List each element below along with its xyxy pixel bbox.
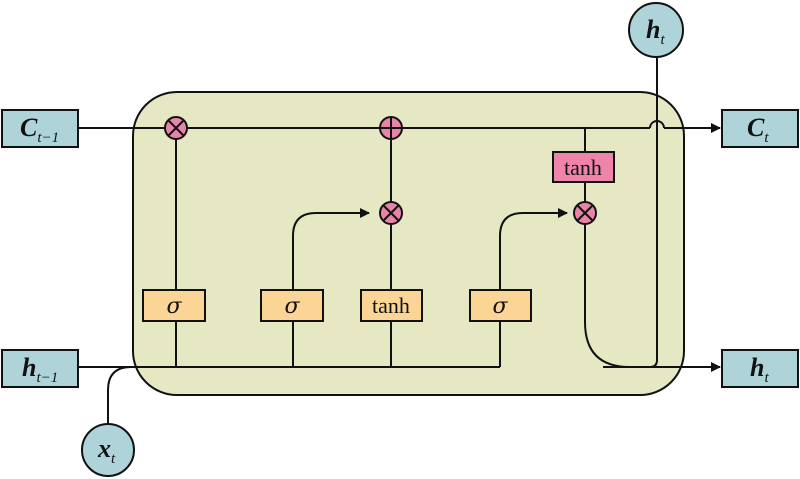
output-gate-label: σ: [492, 294, 508, 319]
hidden-prev-box: ht−1: [1, 349, 79, 388]
hidden-output-sub: t: [764, 370, 769, 386]
svg-text:Ct−1: Ct−1: [20, 113, 59, 146]
hidden-prev-sub: t−1: [36, 370, 58, 386]
hidden-output-route: [584, 58, 658, 368]
hidden-output-top-main: h: [646, 15, 660, 44]
hidden-output-box: ht: [721, 349, 799, 388]
input-multiply-operator: [379, 201, 403, 225]
output-multiply-operator: [573, 201, 597, 225]
forget-gate-box: σ: [142, 289, 206, 322]
forget-multiply-operator: [164, 116, 188, 140]
output-gate-box: σ: [469, 289, 532, 322]
forget-gate-label: σ: [166, 294, 182, 319]
candidate-gate-box: tanh: [360, 289, 423, 322]
output-gate-output-arrow: [499, 208, 568, 290]
input-x-sub: t: [111, 451, 116, 467]
input-gate-box: σ: [260, 289, 324, 322]
input-gate-label: σ: [284, 294, 300, 319]
svg-text:ht: ht: [646, 15, 665, 48]
lstm-cell-body: [132, 91, 685, 396]
hidden-output-top-node: ht: [628, 2, 684, 58]
cell-activation-box: tanh: [552, 151, 615, 183]
candidate-gate-label: tanh: [372, 293, 410, 318]
hidden-prev-main: h: [22, 353, 36, 382]
cell-activation-label: tanh: [564, 155, 602, 180]
cell-state-output-sub: t: [764, 130, 769, 146]
hidden-output-main: h: [750, 353, 764, 382]
cell-state-prev-main: C: [20, 113, 38, 142]
input-x-node: xt: [81, 423, 135, 477]
input-gate-output-arrow: [292, 208, 370, 290]
hidden-output-top-sub: t: [660, 32, 665, 48]
cell-state-prev-sub: t−1: [37, 130, 59, 146]
svg-text:ht−1: ht−1: [22, 353, 58, 386]
svg-text:Ct: Ct: [747, 113, 769, 146]
cell-add-operator: [379, 116, 403, 140]
input-x-main: x: [97, 434, 111, 463]
cell-state-output-box: Ct: [721, 109, 799, 148]
svg-text:ht: ht: [750, 353, 769, 386]
cell-state-prev-box: Ct−1: [1, 109, 79, 148]
cell-state-output-main: C: [747, 113, 765, 142]
input-x-line: [107, 366, 132, 424]
svg-text:xt: xt: [97, 434, 116, 467]
